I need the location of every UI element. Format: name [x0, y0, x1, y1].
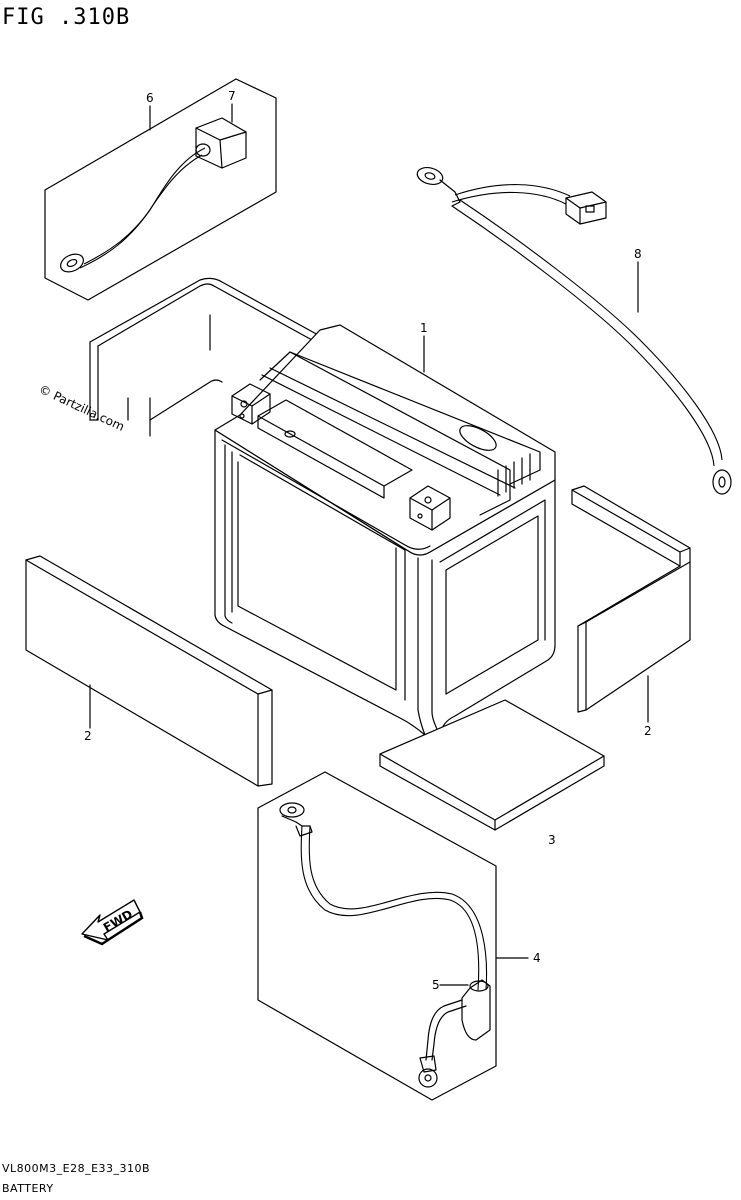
part-4-battery-cable-panel[interactable]: 4 5	[257, 771, 541, 1101]
lead-wire-8	[459, 199, 723, 461]
battery-upper-bracket	[89, 277, 321, 437]
part-3-battery-pad[interactable]: 3	[379, 699, 605, 847]
panel-4	[257, 771, 497, 1101]
callout-6: 6	[146, 91, 154, 105]
model-code: VL800M3_E28_E33_310B	[2, 1162, 150, 1175]
callout-5: 5	[432, 978, 440, 992]
ring-terminal-4-top	[279, 802, 305, 818]
connector-cap-7	[195, 117, 247, 169]
part-2-cushion-right[interactable]: 2	[571, 485, 691, 738]
battery-terminal-left	[231, 383, 271, 425]
part-6-lead-wire-panel[interactable]: 6 7	[44, 78, 277, 301]
part-1-battery[interactable]: 1	[214, 321, 556, 736]
callout-2-right: 2	[644, 724, 652, 738]
callout-2-left: 2	[84, 729, 92, 743]
part-8-sensor-lead[interactable]: 8	[415, 165, 732, 495]
callout-4: 4	[533, 951, 541, 965]
terminal-cover-5	[425, 979, 491, 1061]
part-2-cushion-left[interactable]: 2	[25, 555, 273, 787]
callout-8: 8	[634, 247, 642, 261]
ring-terminal-4-bottom	[418, 1068, 438, 1088]
coupler-8	[565, 191, 607, 225]
ring-terminal-8-top	[416, 166, 444, 186]
ring-terminal-8-bottom	[712, 469, 732, 495]
lead-wire-8-branch	[454, 184, 571, 197]
panel-6	[44, 78, 277, 301]
fwd-direction-arrow: FWD	[81, 899, 144, 946]
cable-4	[300, 825, 480, 991]
ring-terminal-6	[60, 253, 84, 273]
callout-7: 7	[228, 89, 236, 103]
callout-3: 3	[548, 833, 556, 847]
battery-terminal-right	[409, 485, 451, 531]
section-name: BATTERY	[2, 1182, 54, 1195]
callout-1: 1	[420, 321, 428, 335]
figure-title: FIG .310B	[2, 5, 130, 30]
watermark: © Partzilla.com	[37, 382, 127, 434]
